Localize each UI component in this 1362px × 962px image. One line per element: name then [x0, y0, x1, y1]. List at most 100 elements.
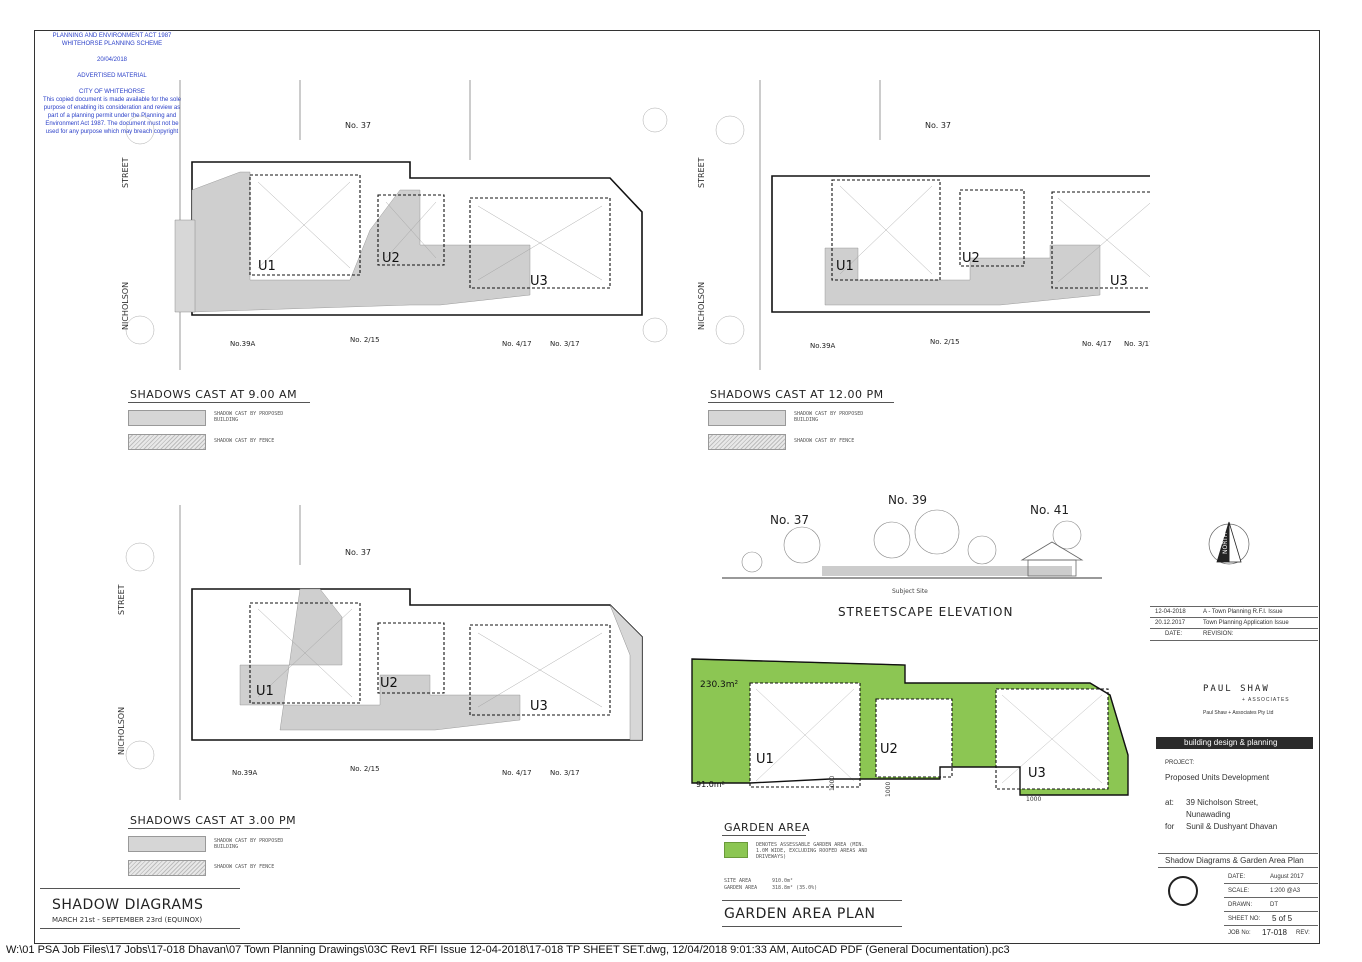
project-address-1: 39 Nicholson Street, [1186, 798, 1259, 807]
shadow-area [239, 588, 521, 731]
neighbour-no39a: No.39A [232, 769, 258, 777]
drawing-scale-value: 1:200 @A3 [1270, 888, 1301, 894]
unit-2-label: U2 [382, 251, 400, 266]
drawing-sheet-label: SHEET NO: [1228, 916, 1261, 922]
project-client: Sunil & Dushyant Dhavan [1186, 822, 1278, 831]
site-area-value: 910.0m² [772, 878, 794, 884]
neighbour-no37: No. 37 [345, 548, 371, 557]
streetscape-title: STREETSCAPE ELEVATION [838, 605, 1013, 619]
stamp-line: purpose of enabling its consideration an… [43, 105, 181, 111]
project-label: PROJECT: [1165, 760, 1195, 766]
elevation-no41: No. 41 [1030, 503, 1069, 517]
unit-1-label: U1 [756, 752, 774, 767]
drawing-scale-label: SCALE: [1228, 888, 1250, 894]
shadow-area [824, 244, 1101, 306]
stamp-line: WHITEHORSE PLANNING SCHEME [61, 41, 163, 47]
street-label: STREET [697, 157, 706, 188]
revision-1-desc: A - Town Planning R.F.I. Issue [1203, 609, 1283, 615]
association-logo-icon [1168, 876, 1198, 906]
legend-shadow-building [128, 410, 206, 426]
plan-title-3pm: SHADOWS CAST AT 3.00 PM [130, 814, 297, 827]
project-for-label: for [1165, 822, 1175, 831]
stamp-line: ADVERTISED MATERIAL [77, 73, 147, 79]
neighbour-no4-17: No. 4/17 [1082, 340, 1112, 348]
stamp-line: Environment Act 1987. The document must … [45, 121, 179, 127]
legend-garden-swatch [724, 842, 748, 858]
revision-header-revision: REVISION: [1203, 631, 1234, 637]
legend-shadow-building-text: SHADOW CAST BY PROPOSED BUILDING [214, 838, 284, 850]
firm-tagline: building design & planning [1156, 737, 1313, 749]
unit-1-label: U1 [256, 684, 274, 699]
drawing-rev-label: REV: [1296, 930, 1310, 936]
firm-company: Paul Shaw + Associates Pty Ltd [1203, 710, 1274, 716]
garden-area-bottom: 91.0m² [696, 780, 725, 789]
legend-shadow-fence [708, 434, 786, 450]
legend-shadow-fence-text: SHADOW CAST BY FENCE [214, 864, 275, 870]
neighbour-no37: No. 37 [345, 121, 371, 130]
garden-area-label: GARDEN AREA [724, 885, 758, 891]
site-plan-3pm: STREET NICHOLSON No. 37 No.39A No. 2/15 … [117, 505, 643, 800]
legend-shadow-building-text: SHADOW CAST BY PROPOSED BUILDING [214, 411, 284, 423]
revision-header-date: DATE: [1165, 631, 1183, 637]
drawing-job-value: 17-018 [1262, 928, 1287, 937]
garden-dim-1: 1000 [829, 776, 836, 791]
site-plan-12pm: STREET NICHOLSON No. 37 No.39A No. 2/15 … [697, 80, 1150, 370]
firm-logo: PAUL SHAW [1203, 684, 1270, 694]
neighbour-no2-15: No. 2/15 [350, 765, 380, 773]
unit-3-label: U3 [1110, 274, 1128, 289]
stamp-line [36, 64, 188, 72]
stamp-line: CITY OF WHITEHORSE [79, 89, 145, 95]
project-at-label: at: [1165, 798, 1174, 807]
drawing-date-value: August 2017 [1270, 874, 1304, 880]
neighbour-no3-17: No. 3/17 [550, 769, 580, 777]
unit-2-label: U2 [962, 251, 980, 266]
drawing-drawn-value: DT [1270, 902, 1278, 908]
unit-1-label: U1 [836, 259, 854, 274]
garden-dim-2: 1000 [885, 782, 892, 797]
sheet-title: SHADOW DIAGRAMS [52, 897, 204, 913]
site-plan-9am: STREET NICHOLSON No. 37 No.39A No. 2/15 … [121, 80, 668, 370]
firm-logo-sub: + ASSOCIATES [1242, 697, 1290, 703]
street-name-label: NICHOLSON [697, 282, 706, 330]
legend-shadow-fence [128, 434, 206, 450]
project-address-2: Nunawading [1186, 810, 1231, 819]
garden-dim-3: 1000 [1026, 796, 1041, 803]
legend-shadow-fence-text: SHADOW CAST BY FENCE [794, 438, 855, 444]
stamp-line: used for any purpose which may breach co… [45, 129, 179, 135]
neighbour-no37: No. 37 [925, 121, 951, 130]
neighbour-no3-17: No. 3/17 [1124, 340, 1150, 348]
garden-area-value: 318.8m² (35.0%) [772, 885, 818, 891]
neighbour-no39a: No.39A [230, 340, 256, 348]
stamp-line [36, 48, 188, 56]
unit-2-label: U2 [380, 676, 398, 691]
legend-shadow-building-text: SHADOW CAST BY PROPOSED BUILDING [794, 411, 864, 423]
revision-2-date: 20.12.2017 [1155, 620, 1186, 626]
stamp-line: part of a planning permit under the Plan… [47, 113, 177, 119]
legend-shadow-building [708, 410, 786, 426]
neighbour-no2-15: No. 2/15 [930, 338, 960, 346]
street-name-label: NICHOLSON [121, 282, 130, 330]
legend-shadow-fence [128, 860, 206, 876]
neighbour-no3-17: No. 3/17 [550, 340, 580, 348]
elevation-no37: No. 37 [770, 513, 809, 527]
site-area-label: SITE AREA [724, 878, 752, 884]
drawing-job-label: JOB No: [1228, 930, 1251, 936]
drawing-drawn-label: DRAWN: [1228, 902, 1253, 908]
stamp-line: This copied document is made available f… [42, 97, 182, 103]
north-label: NORTH [1222, 533, 1229, 554]
plan-title-9am: SHADOWS CAST AT 9.00 AM [130, 388, 298, 401]
shadow-area [191, 171, 531, 313]
elevation-no39: No. 39 [888, 493, 927, 507]
drawing-date-label: DATE: [1228, 874, 1246, 880]
garden-area-plan: 230.3m² 91.0m² U1 U2 U3 1000 1000 1000 [691, 658, 1129, 803]
neighbour-no4-17: No. 4/17 [502, 340, 532, 348]
project-name: Proposed Units Development [1165, 773, 1270, 782]
plot-file-path: W:\01 PSA Job Files\17 Jobs\17-018 Dhava… [6, 944, 1010, 956]
neighbour-no4-17: No. 4/17 [502, 769, 532, 777]
street-label: STREET [117, 584, 126, 615]
elevation-subject-site: Subject Site [892, 588, 928, 595]
drawing-sheet-value: 5 of 5 [1272, 914, 1293, 923]
street-label: STREET [121, 157, 130, 188]
unit-3-label: U3 [530, 274, 548, 289]
unit-3-label: U3 [530, 699, 548, 714]
